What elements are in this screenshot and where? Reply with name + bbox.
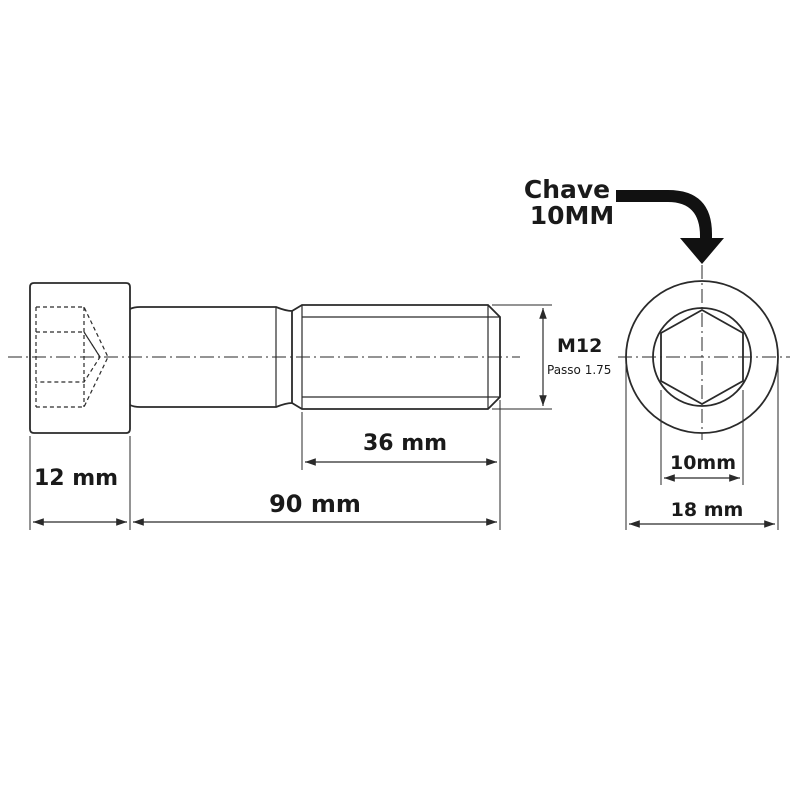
head-outer-circle xyxy=(625,280,779,434)
bolt-shank xyxy=(129,306,293,408)
hex-socket-hidden-lines xyxy=(35,306,109,408)
socket-width-label: 10mm xyxy=(670,452,736,474)
bolt-head xyxy=(29,282,131,434)
head-length-label: 12 mm xyxy=(34,466,118,491)
thread-length-label: 36 mm xyxy=(363,431,447,456)
key-callout-line2: 10MM xyxy=(530,201,615,230)
key-callout: Chave 10MM xyxy=(524,175,724,264)
side-view: M12 Passo 1.75 36 mm 12 mm 90 mm xyxy=(8,282,611,530)
key-callout-line1: Chave xyxy=(524,175,610,204)
head-diameter-label: 18 mm xyxy=(671,499,744,521)
socket-circle xyxy=(652,307,752,407)
thread-pitch-label: Passo 1.75 xyxy=(547,363,611,377)
total-length-label: 90 mm xyxy=(269,490,361,518)
threaded-section xyxy=(291,304,501,410)
hex-socket xyxy=(660,308,744,406)
thread-size-label: M12 xyxy=(557,335,602,357)
key-direction-arrow-icon xyxy=(616,190,724,264)
end-view: 10mm 18 mm xyxy=(618,265,790,530)
